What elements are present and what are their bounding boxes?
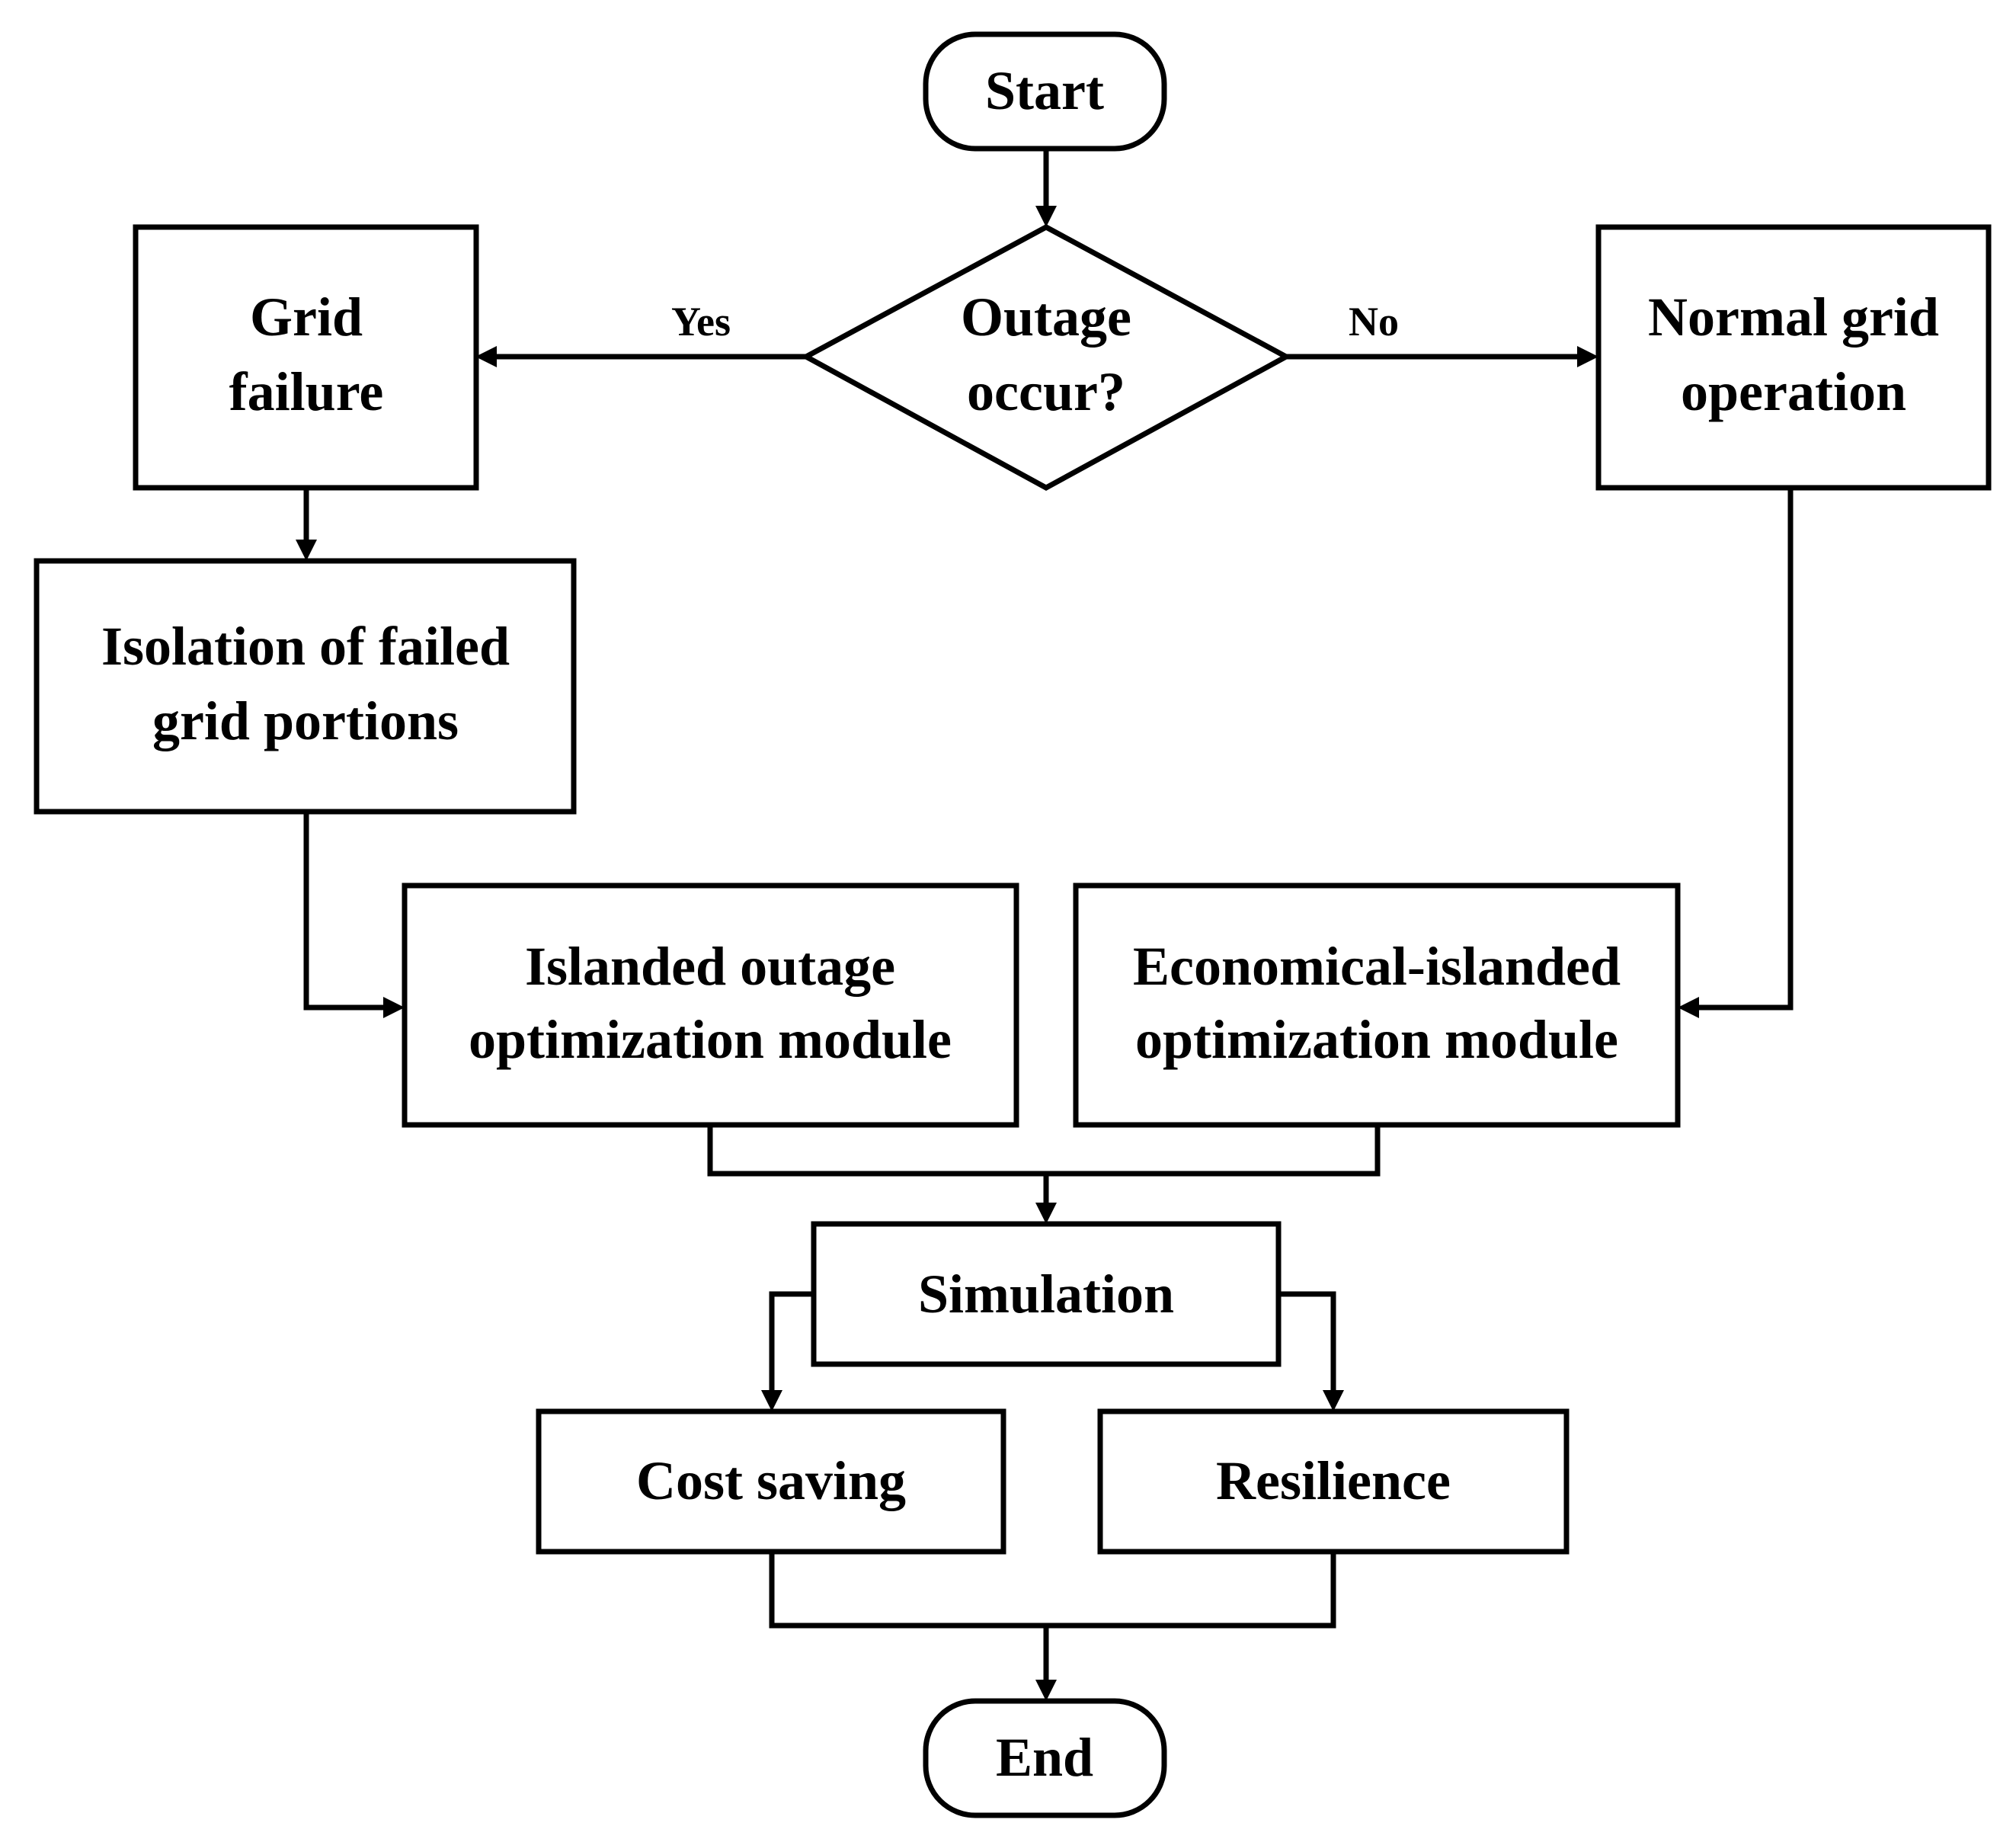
normal-operation-line2: operation [1681, 361, 1906, 422]
arrowhead [761, 1390, 782, 1411]
grid-failure-box [133, 224, 479, 491]
islanded-outage-line1: Islanded outage [525, 936, 895, 997]
arrowhead [296, 540, 317, 561]
end-terminal [923, 1698, 1167, 1818]
simulation-label: Simulation [918, 1264, 1174, 1325]
grid-failure-line2: failure [229, 361, 384, 422]
economical-islanded-line2: optimization module [1135, 1009, 1618, 1070]
cost-saving-box [536, 1408, 1006, 1555]
start-terminal [923, 31, 1167, 152]
outage-decision [800, 224, 1292, 491]
resilience-label: Resilience [1216, 1450, 1451, 1511]
economical-islanded-line1: Economical-islanded [1133, 936, 1621, 997]
arrowhead [475, 346, 497, 367]
isolation-box [34, 558, 577, 815]
start-label: Start [985, 60, 1104, 121]
normal-operation-line1: Normal grid [1648, 287, 1939, 348]
cost-saving-label: Cost saving [636, 1450, 906, 1511]
grid-failure-line1: Grid [250, 287, 363, 348]
arrowhead [1035, 1680, 1057, 1701]
resilience-box [1097, 1408, 1570, 1555]
arrowhead [1035, 1203, 1057, 1224]
islanded-outage-module-box [402, 883, 1019, 1128]
edge-label-no: No [1349, 299, 1399, 344]
edge-isolation-islanded-outage [303, 812, 385, 1011]
edge-outcomes-merge [769, 1552, 1336, 1629]
arrowhead [1323, 1390, 1344, 1411]
economical-islanded-module-box [1073, 883, 1681, 1128]
decision-label-line2: occur? [967, 361, 1125, 422]
edge-normal-operation-economical [1698, 488, 1794, 1011]
simulation-box [811, 1221, 1282, 1367]
edge-modules-merge [707, 1125, 1381, 1177]
arrowhead [1577, 346, 1598, 367]
edge-simulation-cost-saving [769, 1291, 814, 1392]
arrowhead [1035, 206, 1057, 227]
isolation-line2: grid portions [152, 690, 459, 751]
normal-operation-box [1595, 224, 1992, 491]
arrowhead [383, 997, 405, 1018]
edge-simulation-resilience [1278, 1291, 1336, 1392]
islanded-outage-line2: optimization module [469, 1009, 952, 1070]
isolation-line1: Isolation of failed [101, 616, 510, 677]
end-label: End [996, 1727, 1093, 1788]
edge-label-yes: Yes [671, 299, 731, 344]
arrowhead [1678, 997, 1699, 1018]
decision-label-line1: Outage [961, 287, 1131, 348]
